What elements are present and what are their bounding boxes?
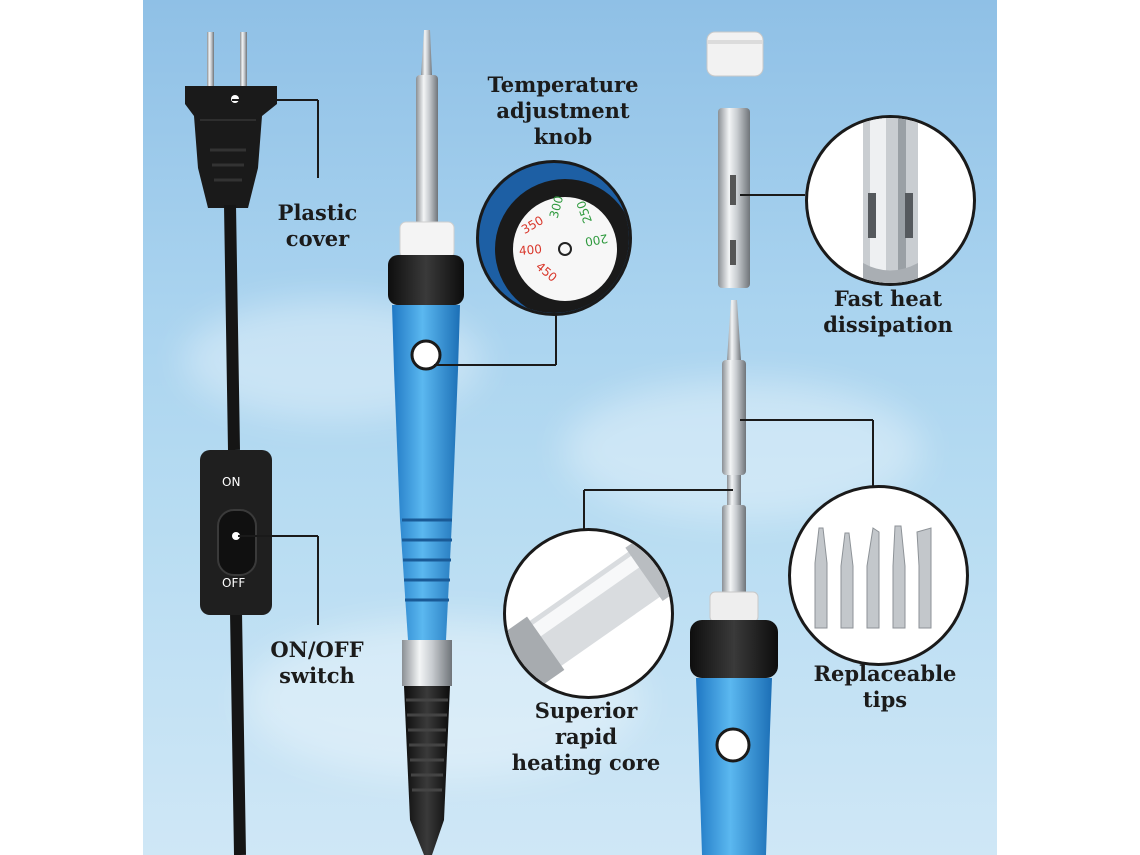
sleeve-zoom-circle	[805, 115, 976, 286]
soldering-iron-left	[388, 30, 464, 855]
label-replaceable-tips: Replaceable tips	[813, 661, 957, 712]
sleeve-and-nut	[706, 31, 764, 288]
label-fast-heat: Fast heat dissipation	[823, 286, 953, 337]
label-on-off-switch: ON/OFF switch	[270, 637, 364, 688]
plug	[185, 32, 277, 208]
knob-zoom-circle: 350 300 250 200 400 450	[476, 160, 632, 316]
tips-zoom-circle	[788, 485, 969, 666]
switch-on-text: ON	[222, 475, 241, 489]
switch-off-text: OFF	[222, 576, 246, 590]
power-cord	[224, 204, 246, 855]
label-heating-core: Superior rapid heating core	[511, 698, 661, 775]
heating-core-zoom-circle	[503, 528, 674, 699]
soldering-iron-right	[690, 300, 778, 855]
label-temperature-knob: Temperature adjustment knob	[487, 72, 639, 149]
on-off-switch	[200, 450, 272, 615]
dial-value: 400	[518, 242, 543, 258]
label-plastic-cover: Plastic cover	[277, 200, 358, 251]
